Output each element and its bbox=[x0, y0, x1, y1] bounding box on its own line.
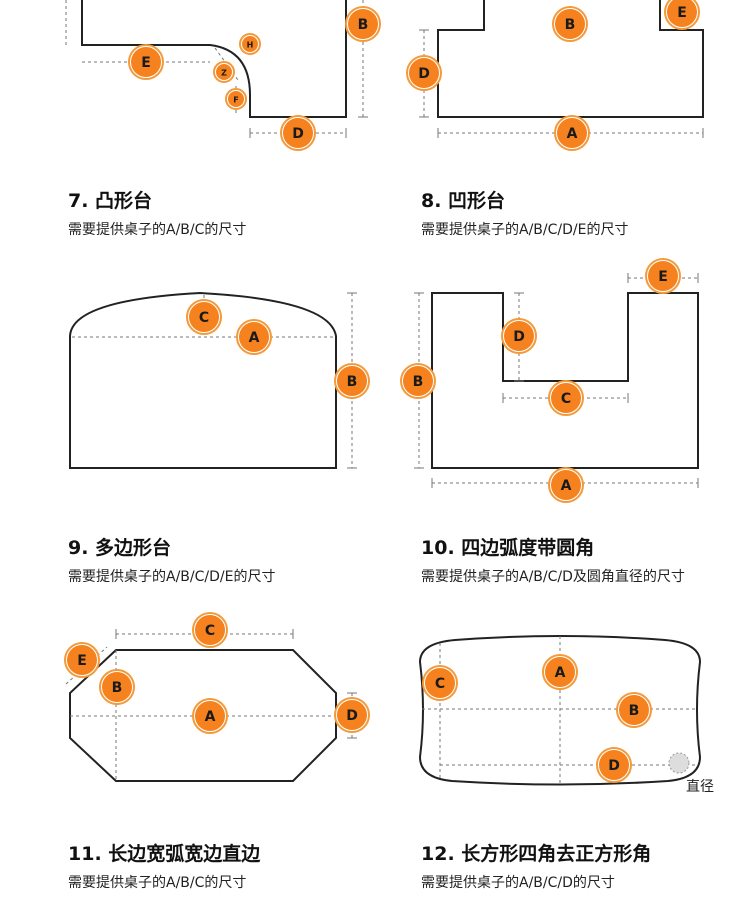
shape-panel-8 bbox=[414, 273, 699, 488]
label-badge-top-left-f: F bbox=[225, 88, 247, 110]
panel-7-title: 7. 凸形台 bbox=[68, 190, 153, 212]
panel-7-desc: 需要提供桌子的A/B/C的尺寸 bbox=[68, 222, 247, 238]
label-badge-p8-a: A bbox=[548, 467, 584, 503]
label-badge-text: B bbox=[358, 17, 369, 33]
label-badge-top-right-b: B bbox=[552, 6, 588, 42]
label-badge-text: B bbox=[565, 17, 576, 33]
panel-11-title: 11. 长边宽弧宽边直边 bbox=[68, 843, 261, 865]
label-badge-text: B bbox=[347, 374, 358, 390]
label-badge-text: D bbox=[346, 708, 358, 724]
label-badge-top-left-b: B bbox=[345, 6, 381, 42]
label-badge-top-right-e: E bbox=[664, 0, 700, 30]
label-badge-top-left-d: D bbox=[280, 115, 316, 151]
label-badge-text: Z bbox=[221, 69, 227, 78]
label-badge-text: D bbox=[608, 758, 620, 774]
label-badge-text: A bbox=[555, 665, 566, 681]
panel-11-desc: 需要提供桌子的A/B/C的尺寸 bbox=[68, 875, 247, 891]
label-badge-p10-a: A bbox=[542, 654, 578, 690]
label-badge-text: A bbox=[249, 330, 260, 346]
panel-12-title: 12. 长方形四角去正方形角 bbox=[421, 843, 652, 865]
label-badge-p9-a: A bbox=[192, 698, 228, 734]
label-badge-text: B bbox=[629, 703, 640, 719]
label-badge-p9-e: E bbox=[64, 642, 100, 678]
label-badges: E H Z F B D B E D A C A B E D B C A C E B A D A C B D bbox=[64, 0, 700, 783]
label-badge-text: B bbox=[413, 374, 424, 390]
corner-circle bbox=[668, 752, 690, 774]
label-badge-text: D bbox=[418, 66, 430, 82]
label-badge-text: C bbox=[561, 391, 571, 407]
label-badge-text: A bbox=[567, 126, 578, 142]
label-badge-top-left-h: H bbox=[239, 33, 261, 55]
label-badge-top-left-z: Z bbox=[213, 61, 235, 83]
label-badge-text: E bbox=[77, 653, 87, 669]
label-badge-top-right-a: A bbox=[554, 115, 590, 151]
label-badge-text: D bbox=[513, 329, 525, 345]
label-badge-p10-b: B bbox=[616, 692, 652, 728]
label-badge-text: C bbox=[205, 623, 215, 639]
label-badge-text: A bbox=[561, 478, 572, 494]
label-badge-p9-b: B bbox=[99, 669, 135, 705]
label-badge-p8-e: E bbox=[645, 258, 681, 294]
label-badge-p8-c: C bbox=[548, 380, 584, 416]
panel-9-title: 9. 多边形台 bbox=[68, 537, 172, 559]
label-badge-p9-d: D bbox=[334, 697, 370, 733]
label-badge-text: H bbox=[247, 41, 254, 50]
panel-10-title: 10. 四边弧度带圆角 bbox=[421, 537, 595, 559]
label-badge-text: B bbox=[112, 680, 123, 696]
label-badge-text: F bbox=[233, 96, 238, 105]
label-badge-p8-b: B bbox=[400, 363, 436, 399]
label-badge-top-left-e: E bbox=[128, 44, 164, 80]
panel-9-desc: 需要提供桌子的A/B/C/D/E的尺寸 bbox=[68, 569, 276, 585]
label-badge-text: E bbox=[677, 5, 687, 21]
label-badge-text: E bbox=[658, 269, 668, 285]
label-badge-p7-a: A bbox=[236, 319, 272, 355]
panel-8-desc: 需要提供桌子的A/B/C/D/E的尺寸 bbox=[421, 222, 629, 238]
label-badge-p10-c: C bbox=[422, 665, 458, 701]
label-badge-p7-b: B bbox=[334, 363, 370, 399]
label-badge-p7-c: C bbox=[186, 299, 222, 335]
label-badge-text: C bbox=[199, 310, 209, 326]
label-badge-text: C bbox=[435, 676, 445, 692]
label-badge-p10-d: D bbox=[596, 747, 632, 783]
label-badge-p8-d: D bbox=[501, 318, 537, 354]
panel-8-title: 8. 凹形台 bbox=[421, 190, 506, 212]
label-badge-text: E bbox=[141, 55, 151, 71]
panel-12-desc: 需要提供桌子的A/B/C/D的尺寸 bbox=[421, 875, 615, 891]
diameter-label: 直径 bbox=[686, 779, 714, 795]
label-badge-text: D bbox=[292, 126, 304, 142]
label-badge-text: A bbox=[205, 709, 216, 725]
panel-10-desc: 需要提供桌子的A/B/C/D及圆角直径的尺寸 bbox=[421, 569, 685, 585]
label-badge-top-right-d: D bbox=[406, 55, 442, 91]
label-badge-p9-c: C bbox=[192, 612, 228, 648]
